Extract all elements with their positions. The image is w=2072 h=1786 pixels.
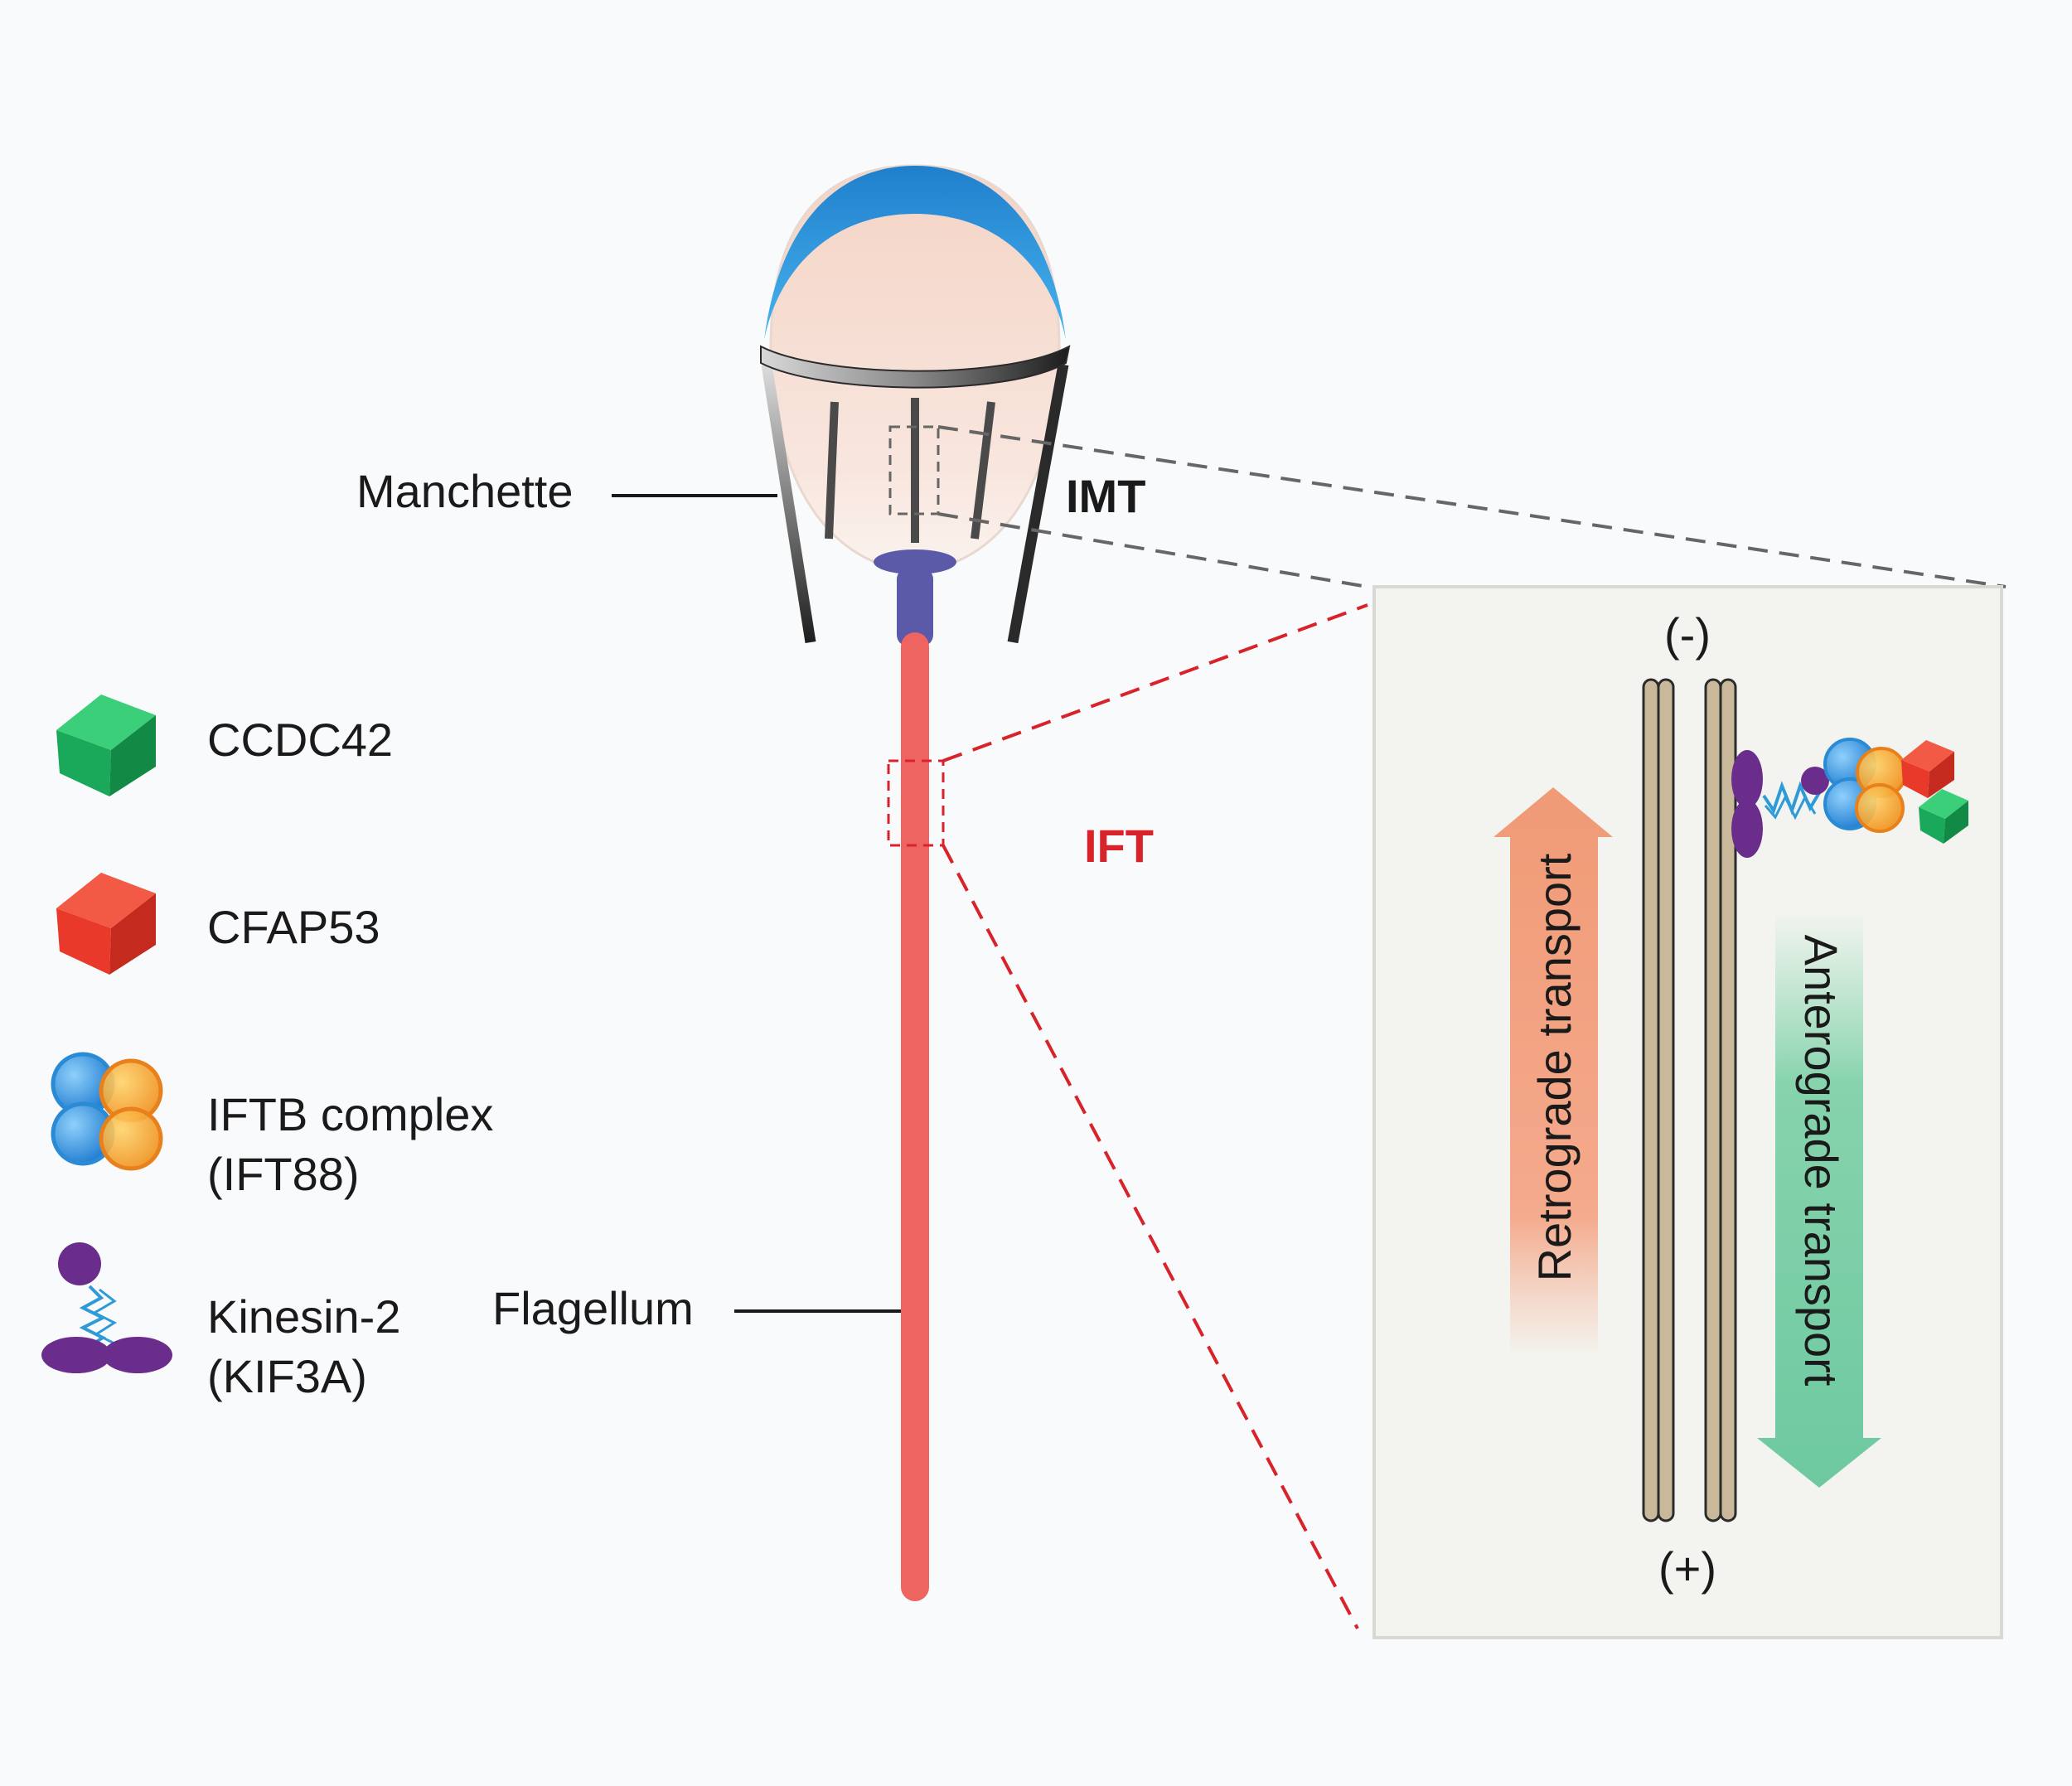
sperm-head [760, 164, 1071, 646]
ift-zoom-guide [942, 845, 1359, 1629]
retrograde-label: Retrograde transport [1528, 853, 1581, 1281]
legend-label: (IFT88) [207, 1148, 360, 1200]
cfap53-cube [1901, 740, 1954, 798]
kinesin-icon [41, 1242, 172, 1373]
legend-item-iftb-complex: IFTB complex (IFT88) [51, 1052, 493, 1200]
manchette-rod [761, 363, 816, 644]
legend-label: IFTB complex [207, 1088, 493, 1140]
manchette-label: Manchette [356, 465, 574, 517]
legend-label: CCDC42 [207, 714, 393, 766]
manchette-rod [825, 401, 839, 540]
kinesin-motor-head [1731, 750, 1763, 808]
anterograde-label: Anterograde transport [1795, 935, 1847, 1387]
ift88-subunit [1855, 783, 1905, 833]
imt-region-box [888, 425, 940, 515]
legend-label: CFAP53 [207, 901, 380, 953]
minus-end-label: (-) [1664, 608, 1711, 661]
microtubule [1642, 678, 1675, 1522]
ift-region-box [887, 759, 945, 847]
flagellum-label: Flagellum [492, 1282, 694, 1334]
imt-zoom-guide [937, 512, 1368, 588]
connecting-piece [897, 568, 933, 646]
manchette-ring [760, 345, 1071, 389]
imt-zoom-guide [937, 425, 2007, 588]
cube-icon [56, 695, 156, 796]
legend: CCDC42 CFAP53 IFTB complex (IFT88) [41, 695, 493, 1402]
acrosome [764, 166, 1066, 340]
cube-icon [56, 873, 156, 975]
kinesin-tail [1801, 767, 1829, 795]
manchette-rod [971, 401, 995, 540]
kinesin-motor-head [1731, 800, 1763, 858]
anterograde-arrow [1757, 912, 1881, 1488]
ift-train [1731, 738, 1968, 858]
manchette-rod [1007, 363, 1069, 644]
legend-item-kinesin: Kinesin-2 (KIF3A) [41, 1242, 400, 1402]
legend-item-ccdc42: CCDC42 [56, 695, 393, 796]
legend-item-cfap53: CFAP53 [56, 873, 380, 975]
legend-label: Kinesin-2 [207, 1290, 400, 1343]
imt-label: IMT [1066, 470, 1145, 522]
retrograde-arrow [1493, 787, 1613, 1359]
ift-zoom-guide [942, 603, 1368, 762]
zoom-panel: (-) (+) Retrograde transport Anterograde… [1372, 585, 2003, 1639]
ccdc42-cube [1919, 789, 1968, 844]
basal-body [874, 549, 956, 574]
ift-label: IFT [1084, 820, 1154, 872]
kinesin-coiled-coil [1764, 794, 1817, 820]
legend-label: (KIF3A) [207, 1350, 367, 1402]
microtubule [1704, 678, 1737, 1522]
plus-end-label: (+) [1658, 1542, 1716, 1595]
iftb-complex-icon [51, 1052, 163, 1171]
zoom-panel-frame [1372, 585, 2003, 1639]
